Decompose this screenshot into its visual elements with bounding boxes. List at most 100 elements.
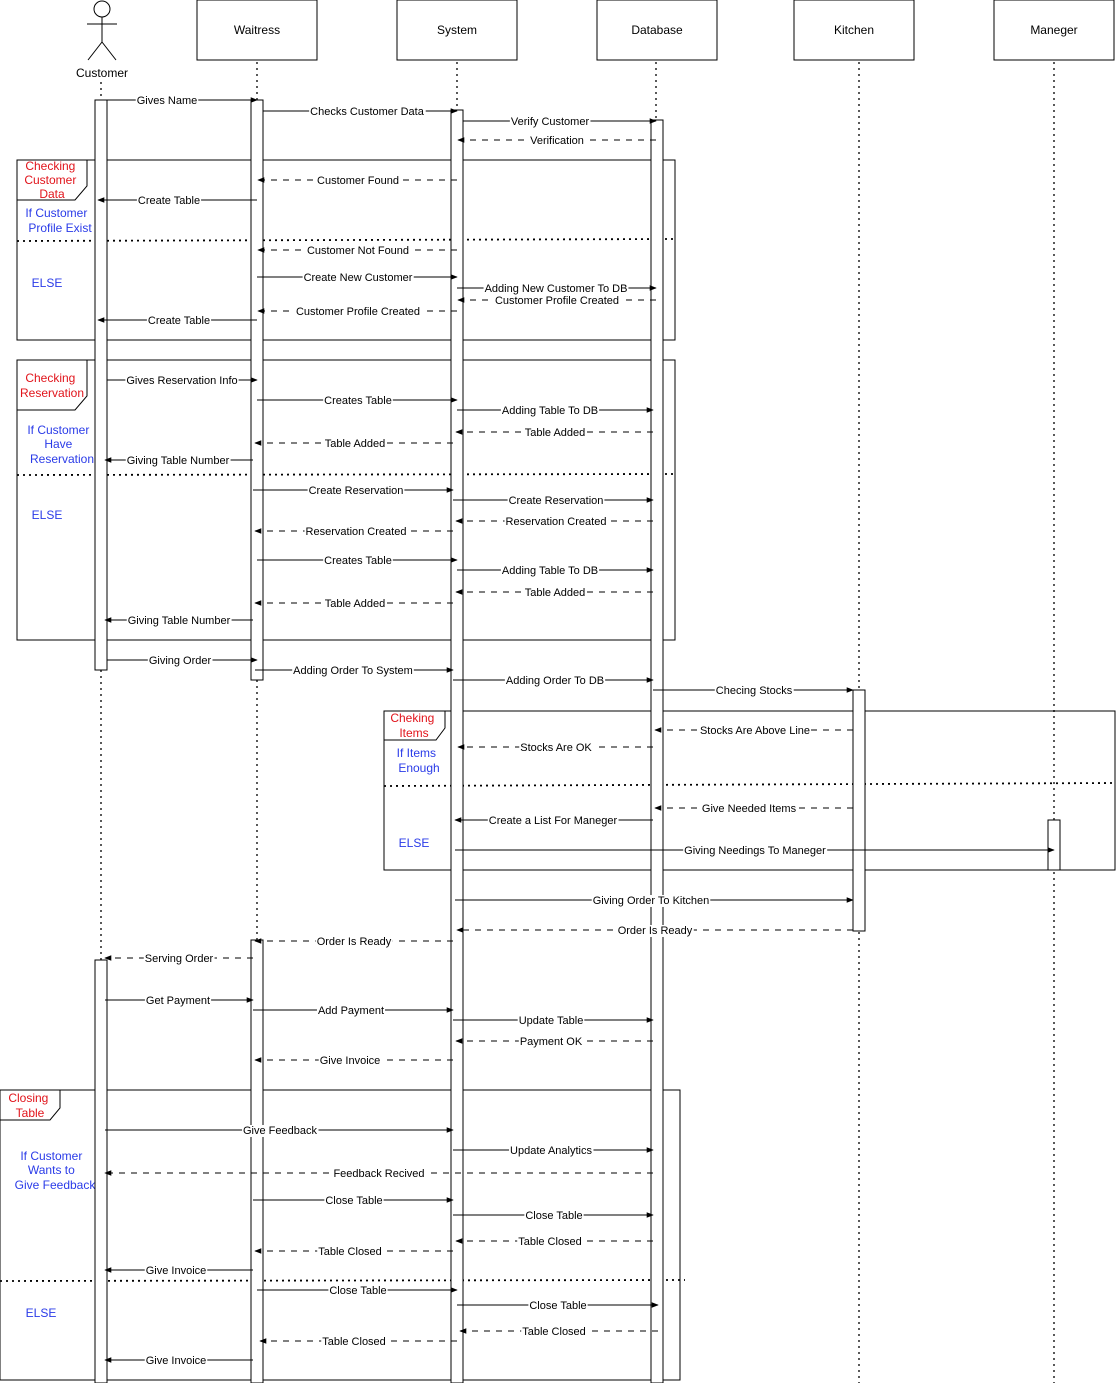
message-label: Verify Customer xyxy=(511,116,590,128)
guard-condition: If Customer Wants to Give Feedback xyxy=(15,1149,97,1192)
participant-database: Database xyxy=(596,0,718,61)
message-label: Give Invoice xyxy=(146,1355,207,1367)
message-label: Give Needed Items xyxy=(702,803,797,815)
message: Creates Table xyxy=(257,555,458,567)
message: Serving Order xyxy=(104,953,253,965)
fragment-title: Checking Reservation xyxy=(20,371,84,400)
guard-else: ELSE xyxy=(26,1306,57,1320)
message-label-background xyxy=(332,1168,426,1180)
fragment-closing-table: Closing Table If Customer Wants to Give … xyxy=(0,1089,686,1381)
message-label-background xyxy=(529,135,585,147)
message-label: Serving Order xyxy=(145,953,214,965)
message-label-background xyxy=(242,1125,319,1137)
activation-kitchen xyxy=(852,689,866,932)
message-label: Update Analytics xyxy=(510,1145,592,1157)
message: Update Analytics xyxy=(453,1145,654,1157)
message: Adding New Customer To DB xyxy=(457,283,657,295)
message-label: Table Added xyxy=(325,598,386,610)
actor-icon xyxy=(87,0,117,61)
message: Get Payment xyxy=(105,995,254,1007)
message-label: Table Added xyxy=(525,427,586,439)
message-label: Order Is Ready xyxy=(317,936,392,948)
message: Add Payment xyxy=(253,1005,454,1017)
guard-else: ELSE xyxy=(32,508,63,522)
message-label: Table Closed xyxy=(322,1336,386,1348)
message-label: Verification xyxy=(530,135,584,147)
message-label: Close Table xyxy=(325,1195,382,1207)
message: Stocks Are OK xyxy=(457,742,653,754)
message-label-background xyxy=(318,1055,382,1067)
message-label-background xyxy=(517,1236,583,1248)
message-label: Customer Profile Created xyxy=(296,306,420,318)
message-label: Checing Stocks xyxy=(716,685,793,697)
message-label-background xyxy=(315,936,393,948)
participant-label: Maneger xyxy=(1030,23,1077,37)
message-label: Close Table xyxy=(525,1210,582,1222)
message-label-background xyxy=(323,598,387,610)
message: Close Table xyxy=(253,1195,454,1207)
message-label-background xyxy=(714,685,794,697)
message-label-background xyxy=(324,1195,384,1207)
message-label-background xyxy=(316,1005,386,1017)
participant-kitchen: Kitchen xyxy=(793,0,915,61)
message-label-background xyxy=(487,815,619,827)
message-label: Adding Table To DB xyxy=(502,405,598,417)
fragment-title: Checking Customer Data xyxy=(24,159,79,201)
message-label-background xyxy=(136,195,202,207)
message-label-background xyxy=(328,1285,388,1297)
message: Table Added xyxy=(254,598,453,610)
message-label-background xyxy=(616,925,694,937)
fragment-title: Closing Table xyxy=(8,1091,51,1120)
message: Update Table xyxy=(453,1015,654,1027)
message-label: Table Closed xyxy=(522,1326,586,1338)
message: Adding Order To System xyxy=(255,665,454,677)
participant-label: Database xyxy=(631,23,683,37)
message-label-background xyxy=(125,375,239,387)
message-label: Give Invoice xyxy=(146,1265,207,1277)
message: Order Is Ready xyxy=(456,925,853,937)
guard-condition: If Items Enough xyxy=(397,746,440,775)
message-label: Customer Found xyxy=(317,175,399,187)
message: Close Table xyxy=(457,1300,659,1312)
activation-database xyxy=(650,119,664,1383)
message: Create Table xyxy=(97,315,257,327)
message-label-background xyxy=(504,675,606,687)
message-label: Order Is Ready xyxy=(618,925,693,937)
message: Order Is Ready xyxy=(254,936,453,948)
lifelines xyxy=(100,62,1055,1383)
message-label-background xyxy=(321,1336,387,1348)
message-label: Close Table xyxy=(529,1300,586,1312)
fragment-title: Cheking Items xyxy=(390,711,437,740)
message-label-background xyxy=(144,995,212,1007)
activation-customer xyxy=(94,959,108,1383)
message: Stocks Are Above Line xyxy=(654,725,853,737)
message-label-background xyxy=(294,306,422,318)
guard-condition: If Customer Profile Exist xyxy=(25,206,92,235)
message: Table Closed xyxy=(254,1246,453,1258)
message-label: Adding Order To DB xyxy=(506,675,604,687)
message: Give Invoice xyxy=(104,1265,253,1277)
message-label-background xyxy=(500,565,600,577)
message: Gives Reservation Info xyxy=(107,375,258,387)
message-label-background xyxy=(517,1015,585,1027)
message-label-background xyxy=(146,315,212,327)
participant-waitress: Waitress xyxy=(196,0,318,61)
participant-maneger: Maneger xyxy=(993,0,1115,61)
message-label: Adding Table To DB xyxy=(502,565,598,577)
message-label-background xyxy=(523,587,587,599)
participant-label: Customer xyxy=(76,66,128,80)
message-label: Creates Table xyxy=(324,395,392,407)
message: Give Needed Items xyxy=(654,803,853,815)
activation-maneger xyxy=(1047,819,1061,871)
participant-customer: Customer xyxy=(76,0,128,80)
message-label: Create a List For Maneger xyxy=(489,815,618,827)
message-label-background xyxy=(507,495,605,507)
message-label: Payment OK xyxy=(520,1036,583,1048)
message-label: Gives Name xyxy=(137,95,198,107)
message-label: Create Table xyxy=(148,315,210,327)
message-label: Giving Table Number xyxy=(128,615,231,627)
activation-waitress xyxy=(250,99,264,681)
message: Payment OK xyxy=(455,1036,653,1048)
message: Customer Not Found xyxy=(257,245,457,257)
